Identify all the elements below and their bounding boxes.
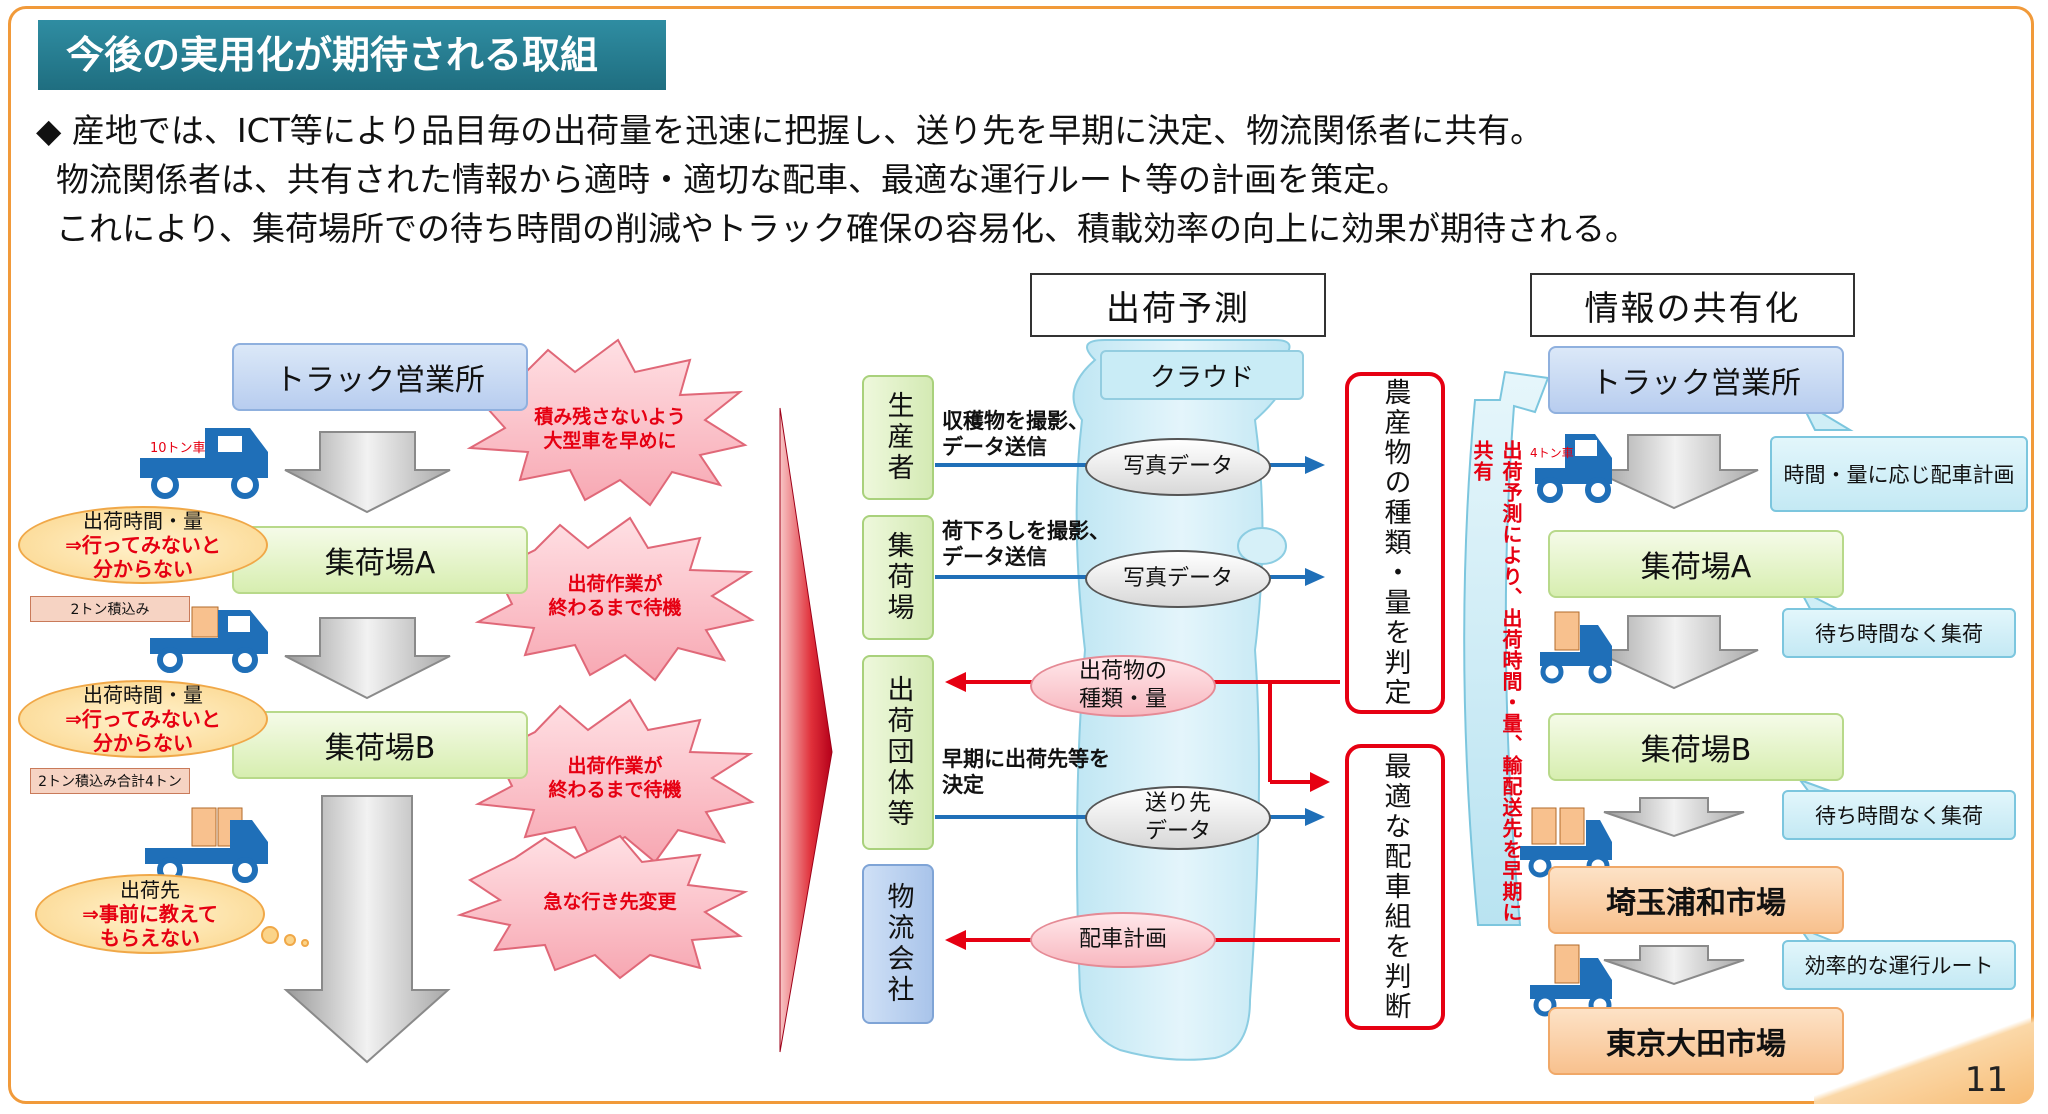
load-total-label: 2トン積込み合計4トン	[30, 768, 190, 794]
callout-no-wait-1: 待ち時間なく集荷	[1782, 608, 2016, 658]
judge-dispatch: 最適な 配車組を判断	[1345, 744, 1445, 1030]
page-title: 今後の実用化が期待される取組	[38, 20, 666, 90]
callout-dispatch-plan: 時間・量に応じ配車計画	[1770, 436, 2028, 512]
cloud-label: クラウド	[1100, 350, 1304, 400]
down-arrow-long	[283, 795, 451, 1064]
corner-decoration	[1814, 1014, 2034, 1104]
callout-no-wait-2: 待ち時間なく集荷	[1782, 790, 2016, 840]
left-truck-office: トラック営業所	[232, 343, 528, 411]
note-cloud-1: 出荷時間・量 ⇒行ってみないと 分からない	[18, 506, 268, 584]
down-arrow-2	[284, 617, 451, 700]
load-2t-label: 2トン積込み	[30, 596, 190, 622]
forecast-header: 出荷予測	[1030, 273, 1326, 337]
actor-logistics: 物流会社	[862, 864, 934, 1024]
intro-line-1: ◆ 産地では、ICT等により品目毎の出荷量を迅速に把握し、送り先を早期に決定、物…	[36, 111, 1544, 150]
callout-efficient-route: 効率的な運行ルート	[1782, 940, 2016, 990]
actor-site: 集荷場	[862, 515, 934, 640]
share-header: 情報の共有化	[1530, 273, 1855, 337]
truck-right-4-icon	[1530, 944, 1612, 1017]
truck-left-2-icon	[150, 606, 268, 673]
intro-text: ◆ 産地では、ICT等により品目毎の出荷量を迅速に把握し、送り先を早期に決定、物…	[36, 106, 1638, 253]
step-text-3: 早期に出荷先等を 決定	[942, 747, 1110, 797]
share-vertical-note: 出荷予測により、出荷時間・量、輸配送先を早期に共有	[1470, 440, 1523, 923]
burst-text-2: 出荷作業が 終わるまで待機	[548, 573, 682, 619]
down-arrow-1	[284, 431, 451, 514]
oval-dispatch-plan: 配車計画	[1030, 912, 1216, 968]
oval-shipment-type: 出荷物の 種類・量	[1030, 655, 1216, 717]
left-site-a: 集荷場A	[232, 526, 528, 594]
note-cloud-2: 出荷時間・量 ⇒行ってみないと 分からない	[18, 680, 268, 758]
page-number: 11	[1964, 1060, 2008, 1100]
market-saitama-urawa: 埼玉浦和市場	[1548, 866, 1844, 934]
transition-arrow	[779, 407, 833, 1053]
burst-text-3: 出荷作業が 終わるまで待機	[548, 755, 682, 801]
oval-destination-data: 送り先 データ	[1085, 786, 1271, 850]
truck-right-2-icon	[1540, 611, 1612, 684]
burst-text-4: 急な行き先変更	[543, 891, 677, 913]
truck-left-3-icon	[145, 807, 268, 883]
oval-photo-data-1: 写真データ	[1085, 438, 1271, 496]
note-cloud-3: 出荷先 ⇒事前に教えて もらえない	[35, 874, 265, 954]
actor-producer: 生産者	[862, 375, 934, 500]
truck-4t-label: 4トン車	[1530, 446, 1574, 460]
judge-produce: 農産物の 種類・量を判定	[1345, 372, 1445, 714]
step-text-1: 収穫物を撮影、 データ送信	[942, 409, 1089, 459]
cloud-puff	[1237, 527, 1287, 565]
burst-1	[466, 338, 748, 507]
burst-3	[474, 698, 755, 864]
step-text-2: 荷下ろしを撮影、 データ送信	[942, 519, 1110, 569]
intro-line-2: 物流関係者は、共有された情報から適時・適切な配車、最適な運行ルート等の計画を策定…	[56, 160, 1409, 199]
truck-10t-label: 10トン車	[150, 441, 206, 456]
oval-photo-data-2: 写真データ	[1085, 550, 1271, 608]
actor-shipper: 出荷団体等	[862, 655, 934, 850]
burst-text-1: 積み残さないよう 大型車を早めに	[534, 406, 686, 452]
burst-2	[474, 516, 755, 682]
right-site-a: 集荷場A	[1548, 530, 1844, 598]
truck-10t-icon	[140, 428, 268, 499]
burst-4	[456, 834, 749, 980]
right-site-b: 集荷場B	[1548, 713, 1844, 781]
left-site-b: 集荷場B	[232, 711, 528, 779]
market-tokyo-ota: 東京大田市場	[1548, 1007, 1844, 1075]
slide-frame	[8, 6, 2034, 1104]
right-truck-office: トラック営業所	[1548, 346, 1844, 414]
intro-line-3: これにより、集荷場所での待ち時間の削減やトラック確保の容易化、積載効率の向上に効…	[56, 209, 1639, 248]
truck-4t-icon	[1535, 434, 1612, 503]
truck-right-3-icon	[1520, 807, 1612, 878]
